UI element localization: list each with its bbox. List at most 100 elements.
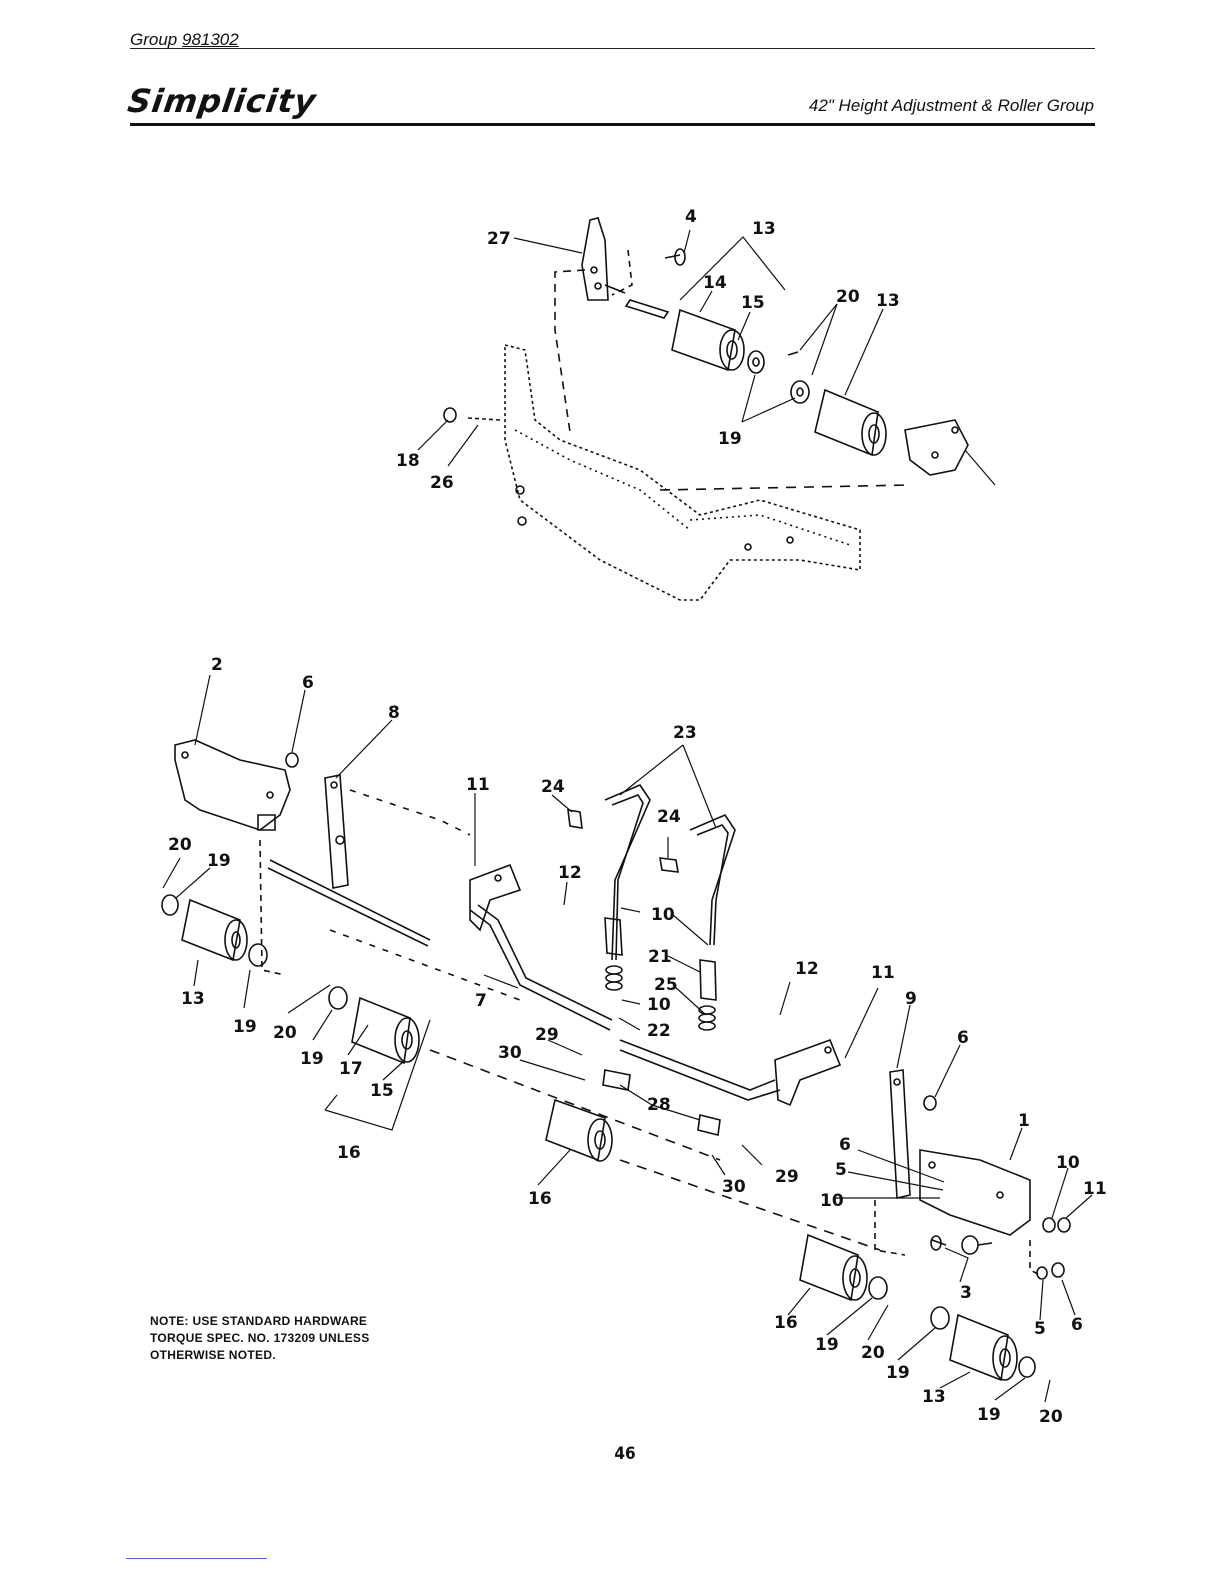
callout-19: 19 bbox=[977, 1405, 1001, 1425]
callout-9: 9 bbox=[905, 989, 917, 1009]
callout-15: 15 bbox=[741, 293, 765, 313]
callout-19: 19 bbox=[300, 1049, 324, 1069]
callout-6: 6 bbox=[1071, 1315, 1083, 1335]
callout-11: 11 bbox=[466, 775, 490, 795]
callout-10: 10 bbox=[651, 905, 675, 925]
group-line: Group 981302 bbox=[130, 30, 239, 50]
roller-bracket-left-top bbox=[581, 217, 609, 301]
callout-5: 5 bbox=[1034, 1319, 1046, 1339]
roller-14-top bbox=[671, 308, 745, 372]
link-rod-7 bbox=[469, 904, 781, 1101]
washer-19-left bbox=[161, 894, 179, 916]
callout-8: 8 bbox=[388, 703, 400, 723]
callout-20: 20 bbox=[861, 1343, 885, 1363]
group-label: Group bbox=[130, 30, 178, 49]
spring-coils bbox=[605, 965, 716, 1031]
callout-23: 23 bbox=[673, 723, 697, 743]
handle-23-right bbox=[689, 814, 736, 946]
grip-24-right bbox=[659, 857, 679, 873]
callout-7: 7 bbox=[475, 991, 487, 1011]
deck-housing bbox=[504, 343, 861, 601]
callout-15: 15 bbox=[370, 1081, 394, 1101]
bracket-arm-left bbox=[469, 863, 522, 932]
roller-13-low bbox=[949, 1313, 1018, 1382]
roller-13-top bbox=[814, 388, 887, 457]
hidden-line bbox=[611, 249, 633, 296]
callout-11: 11 bbox=[871, 963, 895, 983]
callout-22: 22 bbox=[647, 1021, 671, 1041]
callout-1: 1 bbox=[1018, 1111, 1030, 1131]
washer-19-mid bbox=[328, 986, 348, 1010]
torque-note: NOTE: USE STANDARD HARDWARE TORQUE SPEC.… bbox=[150, 1313, 370, 1364]
callout-20: 20 bbox=[1039, 1407, 1063, 1427]
callout-13: 13 bbox=[752, 219, 776, 239]
callout-16: 16 bbox=[774, 1313, 798, 1333]
callout-16: 16 bbox=[337, 1143, 361, 1163]
callout-19: 19 bbox=[207, 851, 231, 871]
washer-top-1 bbox=[747, 350, 765, 374]
callout-28: 28 bbox=[647, 1095, 671, 1115]
callout-17: 17 bbox=[339, 1059, 363, 1079]
hidden-line bbox=[429, 1049, 721, 1161]
footer-link-line bbox=[126, 1558, 267, 1559]
callout-29: 29 bbox=[535, 1025, 559, 1045]
roller-shaft-top bbox=[604, 284, 670, 319]
callout-14: 14 bbox=[703, 273, 727, 293]
callout-30: 30 bbox=[498, 1043, 522, 1063]
bracket-2 bbox=[174, 739, 291, 831]
washer-19-low-a bbox=[868, 1276, 888, 1300]
washer-19-left-b bbox=[248, 943, 268, 967]
callout-11: 11 bbox=[1083, 1179, 1107, 1199]
nuts-right bbox=[923, 1095, 1071, 1280]
callout-5: 5 bbox=[835, 1160, 847, 1180]
bracket-arm-right bbox=[774, 1038, 842, 1107]
hidden-line bbox=[874, 1200, 906, 1256]
shaft-left bbox=[267, 859, 431, 947]
callout-6: 6 bbox=[302, 673, 314, 693]
cotter-pin-top bbox=[787, 351, 799, 356]
leader-lines bbox=[162, 229, 1093, 1403]
carriage-bolt-top bbox=[664, 248, 686, 266]
roller-16-low bbox=[799, 1233, 868, 1302]
callout-3: 3 bbox=[960, 1283, 972, 1303]
note-line-2: TORQUE SPEC. NO. 173209 UNLESS bbox=[150, 1331, 370, 1345]
bracket-1 bbox=[919, 1149, 1031, 1236]
callout-12: 12 bbox=[795, 959, 819, 979]
hidden-line bbox=[659, 484, 911, 491]
knob-3 bbox=[930, 1235, 993, 1255]
hidden-line bbox=[554, 269, 586, 433]
roller-bracket-right-top bbox=[904, 419, 996, 486]
callout-19: 19 bbox=[886, 1363, 910, 1383]
callout-10: 10 bbox=[820, 1191, 844, 1211]
callout-10: 10 bbox=[647, 995, 671, 1015]
handle-23-left bbox=[604, 784, 651, 961]
callout-13: 13 bbox=[922, 1387, 946, 1407]
callout-6: 6 bbox=[839, 1135, 851, 1155]
hidden-line bbox=[349, 789, 471, 836]
page-number: 46 bbox=[614, 1444, 636, 1464]
callout-21: 21 bbox=[648, 947, 672, 967]
callout-16: 16 bbox=[528, 1189, 552, 1209]
washer-top-2 bbox=[790, 380, 810, 404]
callout-20: 20 bbox=[168, 835, 192, 855]
group-rule bbox=[130, 48, 1095, 49]
callout-13: 13 bbox=[876, 291, 900, 311]
note-line-3: OTHERWISE NOTED. bbox=[150, 1348, 276, 1362]
callout-19: 19 bbox=[718, 429, 742, 449]
callout-24: 24 bbox=[541, 777, 565, 797]
callout-19: 19 bbox=[233, 1017, 257, 1037]
callout-labels: 27 4 13 14 15 20 13 19 18 26 2 6 8 11 24… bbox=[168, 207, 1107, 1427]
hidden-line bbox=[259, 839, 286, 976]
callout-18: 18 bbox=[396, 451, 420, 471]
header-rule bbox=[130, 123, 1095, 126]
callout-26: 26 bbox=[430, 473, 454, 493]
callout-2: 2 bbox=[211, 655, 223, 675]
callout-25: 25 bbox=[654, 975, 678, 995]
callout-10: 10 bbox=[1056, 1153, 1080, 1173]
group-number: 981302 bbox=[181, 30, 239, 49]
bolt-26 bbox=[467, 417, 501, 421]
callout-12: 12 bbox=[558, 863, 582, 883]
callout-24: 24 bbox=[657, 807, 681, 827]
lever-8 bbox=[324, 774, 349, 889]
